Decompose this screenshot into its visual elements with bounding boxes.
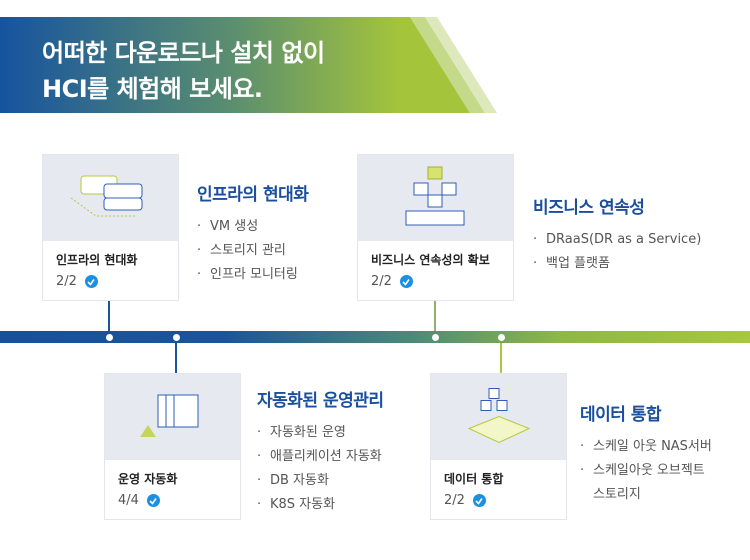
card-progress: 2/2	[444, 493, 486, 508]
timeline-dot	[173, 334, 180, 341]
timeline-bar	[0, 331, 750, 343]
timeline-dot	[498, 334, 505, 341]
card-progress: 4/4	[118, 493, 160, 508]
card-infra-modernization[interactable]: 인프라의 현대화 2/2	[42, 154, 179, 301]
check-icon	[84, 275, 98, 288]
card-data-integration[interactable]: 데이터 통합 2/2	[430, 373, 567, 520]
check-icon	[472, 494, 486, 507]
section-infra-modernization: 인프라의 현대화 VM 생성스토리지 관리인프라 모니터링	[197, 180, 309, 287]
section-title: 인프라의 현대화	[197, 185, 309, 205]
list-item: K8S 자동화	[257, 493, 384, 517]
connector-line	[175, 343, 177, 373]
banner-background	[0, 17, 497, 113]
card-title: 운영 자동화	[118, 472, 178, 486]
banner-title: 어떠한 다운로드나 설치 없이 HCI를 체험해 보세요.	[42, 35, 325, 107]
connector-line	[434, 300, 436, 331]
banner-line-1: 어떠한 다운로드나 설치 없이	[42, 39, 325, 67]
progress-count: 2/2	[56, 274, 77, 289]
connector-line	[108, 300, 110, 331]
data-blocks-icon	[431, 374, 566, 460]
list-item: 스케일아웃 오브젝트 스토리지	[580, 459, 720, 507]
connector-line	[500, 343, 502, 373]
list-item: 스케일 아웃 NAS서버	[580, 435, 740, 459]
server-icon	[43, 155, 178, 241]
card-ops-automation[interactable]: 운영 자동화 4/4	[104, 373, 241, 520]
section-data-integration: 데이터 통합 스케일 아웃 NAS서버스케일아웃 오브젝트 스토리지	[580, 400, 740, 507]
card-title: 인프라의 현대화	[56, 253, 138, 267]
card-business-continuity[interactable]: 비즈니스 연속성의 확보 2/2	[357, 154, 514, 301]
card-title: 데이터 통합	[444, 472, 504, 486]
card-progress: 2/2	[371, 274, 413, 289]
list-item: DRaaS(DR as a Service)	[533, 228, 701, 252]
section-title: 비즈니스 연속성	[533, 198, 645, 218]
card-title: 비즈니스 연속성의 확보	[371, 253, 490, 267]
section-business-continuity: 비즈니스 연속성 DRaaS(DR as a Service)백업 플랫폼	[533, 193, 701, 276]
progress-count: 2/2	[444, 493, 465, 508]
automation-icon	[105, 374, 240, 460]
list-item: 애플리케이션 자동화	[257, 445, 384, 469]
hero-banner: 어떠한 다운로드나 설치 없이 HCI를 체험해 보세요.	[0, 17, 498, 113]
section-title: 자동화된 운영관리	[257, 391, 384, 411]
check-icon	[399, 275, 413, 288]
section-title: 데이터 통합	[580, 405, 662, 425]
list-item: VM 생성	[197, 215, 308, 239]
list-item: DB 자동화	[257, 469, 384, 493]
timeline-dot	[432, 334, 439, 341]
progress-count: 2/2	[371, 274, 392, 289]
list-item: 자동화된 운영	[257, 421, 384, 445]
card-progress: 2/2	[56, 274, 98, 289]
list-item: 백업 플랫폼	[533, 252, 701, 276]
section-automated-ops: 자동화된 운영관리 자동화된 운영애플리케이션 자동화DB 자동화K8S 자동화	[257, 386, 384, 517]
cubes-icon	[358, 155, 513, 241]
banner-line-2: HCI를 체험해 보세요.	[42, 75, 263, 103]
list-item: 스토리지 관리	[197, 239, 308, 263]
list-item: 인프라 모니터링	[197, 263, 308, 287]
timeline-dot	[106, 334, 113, 341]
check-icon	[146, 494, 160, 507]
progress-count: 4/4	[118, 493, 139, 508]
